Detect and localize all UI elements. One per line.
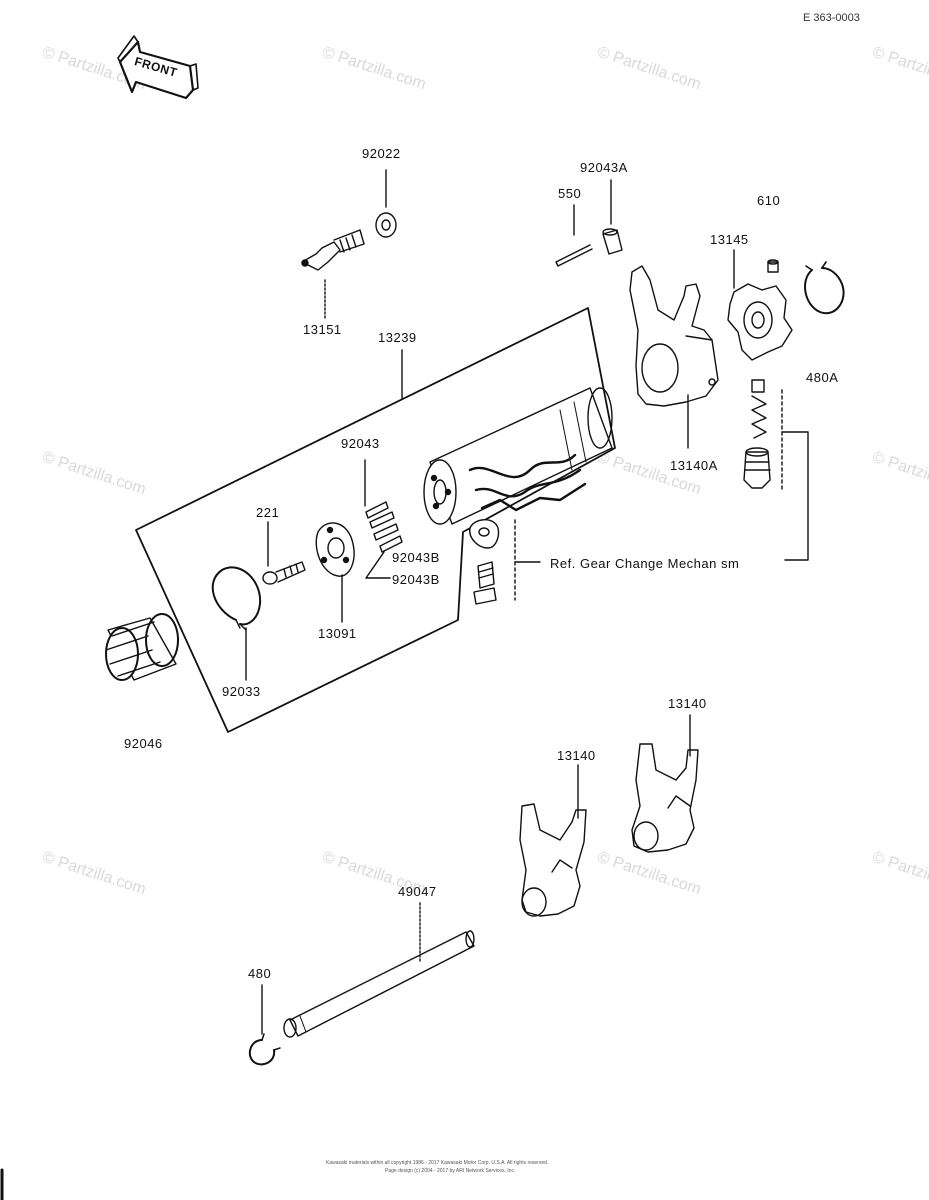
part-label-92022: 92022	[362, 146, 401, 161]
part-label-13140: 13140	[557, 748, 596, 763]
front-arrow-icon	[117, 35, 199, 100]
part-label-480A: 480A	[806, 370, 839, 385]
part-label-92033: 92033	[222, 684, 261, 699]
shift-fork-13140A-icon	[629, 265, 719, 407]
cotter-pin-550-icon	[555, 244, 593, 267]
pin-92043A-icon	[602, 228, 623, 255]
part-label-13140: 13140	[668, 696, 707, 711]
shift-fork-13140-b-icon	[631, 743, 699, 853]
cam-plate-13145-icon	[727, 283, 793, 361]
detent-washer-icon	[469, 519, 500, 549]
part-label-92046: 92046	[124, 736, 163, 751]
circlip-480-icon	[248, 1033, 281, 1066]
plate-13091-icon	[315, 522, 355, 577]
part-label-92043B: 92043B	[392, 550, 440, 565]
shift-fork-13140-a-icon	[519, 803, 587, 917]
leader-line	[781, 431, 809, 561]
part-label-550: 550	[558, 186, 582, 201]
reference-label: Ref. Gear Change Mechan sm	[550, 556, 740, 571]
screw-221-icon	[262, 561, 306, 585]
part-label-92043B: 92043B	[392, 572, 440, 587]
part-label-92043: 92043	[341, 436, 380, 451]
part-label-13091: 13091	[318, 626, 357, 641]
part-label-221: 221	[256, 505, 280, 520]
part-label-13145: 13145	[710, 232, 749, 247]
shift-rod-49047-icon	[283, 930, 475, 1038]
washer-92022-icon	[375, 212, 397, 238]
circlip-icon	[804, 261, 845, 315]
ring-92033-icon	[211, 566, 262, 631]
part-label-13140A: 13140A	[670, 458, 718, 473]
copyright-footer: Page design (c) 2004 - 2017 by ARI Netwo…	[385, 1168, 516, 1174]
part-label-480: 480	[248, 966, 272, 981]
part-label-13239: 13239	[378, 330, 417, 345]
neutral-switch-13151-icon	[301, 229, 365, 271]
part-label-13151: 13151	[303, 322, 342, 337]
page-code: E 363-0003	[803, 12, 860, 24]
pin-610-icon	[767, 259, 779, 273]
drum-assembly-outline	[135, 307, 616, 733]
part-label-92043A: 92043A	[580, 160, 628, 175]
detent-bolt-icon	[473, 561, 497, 605]
part-label-610: 610	[757, 193, 781, 208]
leader-line	[365, 551, 391, 579]
pins-92043-icon	[365, 501, 403, 553]
shift-drum-13239-icon	[423, 387, 613, 525]
copyright-footer: Kawasaki materials within all copyright …	[326, 1160, 549, 1166]
needle-bearing-92046-icon	[105, 613, 179, 681]
part-label-49047: 49047	[398, 884, 437, 899]
spring-plunger-480A-icon	[743, 379, 771, 489]
